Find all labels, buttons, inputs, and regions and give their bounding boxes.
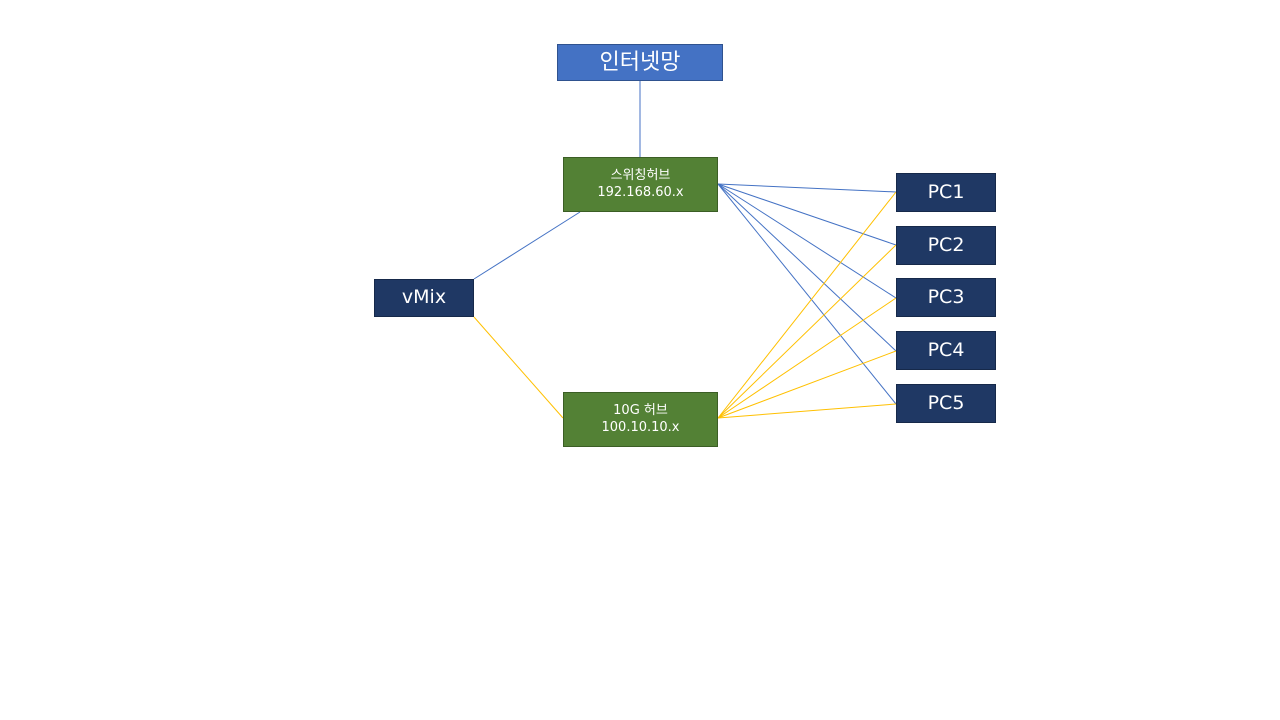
link-10g-pc1 [717, 191, 897, 419]
link-switch-pc4 [717, 183, 897, 352]
link-switch-pc3 [717, 183, 897, 299]
link-10g-pc5 [717, 403, 897, 419]
link-switch-pc2 [717, 183, 897, 246]
link-10g-pc3 [717, 297, 897, 419]
switching-hub-node: 스위칭허브 192.168.60.x [563, 157, 718, 212]
pc5-label: PC5 [927, 391, 965, 414]
switching-hub-label: 스위칭허브 [610, 168, 671, 184]
pc2-node: PC2 [896, 226, 996, 265]
vmix-node: vMix [374, 279, 474, 317]
pc4-label: PC4 [927, 338, 965, 361]
link-vmix-10g [473, 316, 564, 419]
switching-hub-ip: 192.168.60.x [597, 184, 684, 200]
pc2-label: PC2 [927, 233, 965, 256]
link-switch-pc5 [717, 183, 897, 405]
10g-hub-node: 10G 허브 100.10.10.x [563, 392, 718, 447]
link-10g-pc4 [717, 350, 897, 419]
pc5-node: PC5 [896, 384, 996, 423]
pc3-node: PC3 [896, 278, 996, 317]
internet-node: 인터넷망 [557, 44, 723, 81]
10g-hub-label: 10G 허브 [613, 403, 668, 419]
link-switch-pc1 [717, 183, 897, 193]
link-10g-pc2 [717, 244, 897, 419]
pc4-node: PC4 [896, 331, 996, 370]
pc1-node: PC1 [896, 173, 996, 212]
10g-hub-ip: 100.10.10.x [601, 419, 680, 435]
vmix-label: vMix [401, 286, 447, 309]
pc1-label: PC1 [927, 180, 965, 203]
link-vmix-switch [473, 211, 581, 280]
internet-label: 인터넷망 [599, 49, 681, 75]
pc3-label: PC3 [927, 285, 965, 308]
